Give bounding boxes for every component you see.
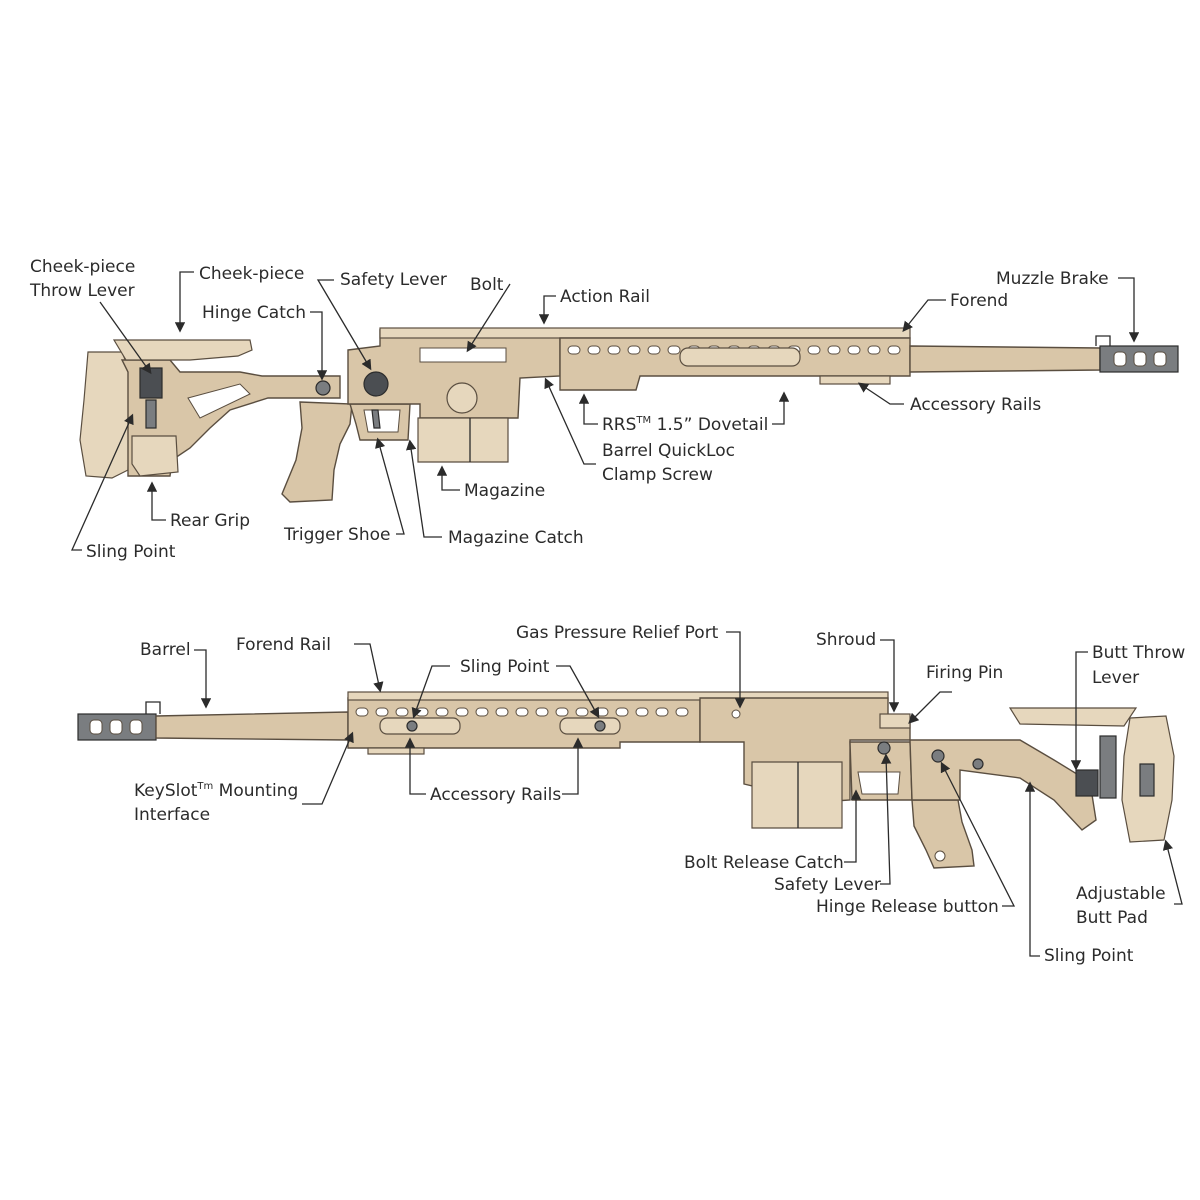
- bottom-accessory-rail-under: [367, 747, 425, 755]
- label-hinge-catch: Hinge Catch: [202, 303, 306, 323]
- top-cheek-piece: [112, 339, 253, 361]
- bottom-labels: Barrel Forend Rail Gas Pressure Relief P…: [134, 623, 1185, 966]
- bottom-barrel: [155, 711, 349, 741]
- label-muzzle-brake: Muzzle Brake: [996, 269, 1109, 289]
- top-trigger-shoe: [371, 409, 381, 429]
- label-shroud: Shroud: [816, 630, 876, 650]
- label-sling-point-rear: Sling Point: [1044, 946, 1134, 966]
- top-action-rail: [379, 327, 911, 339]
- bottom-magazine: [751, 761, 843, 829]
- top-butt-pad: [79, 351, 131, 479]
- label-butt-throw-lever-1: Butt Throw: [1092, 643, 1185, 663]
- bottom-accessory-rail-2: [559, 717, 621, 735]
- label-keyslot-2: Interface: [134, 805, 210, 825]
- label-hinge-release-button: Hinge Release button: [816, 897, 999, 917]
- bottom-shroud: [879, 713, 911, 729]
- top-accessory-rail-bottom: [819, 375, 891, 385]
- label-gas-port: Gas Pressure Relief Port: [516, 623, 719, 643]
- label-cheek-throw-lever-1: Cheek-piece: [30, 257, 135, 277]
- label-safety-lever: Safety Lever: [340, 270, 447, 290]
- bottom-sling-point-2: [594, 720, 606, 732]
- top-logo: [446, 382, 478, 414]
- label-forend: Forend: [950, 291, 1008, 311]
- bottom-muzzle-brake: [77, 701, 161, 741]
- bottom-leader-lines: [194, 631, 1183, 957]
- label-action-rail: Action Rail: [560, 287, 650, 307]
- top-cheek-throw-lever: [139, 367, 163, 399]
- label-rrs-dovetail: RRSTM 1.5” Dovetail: [602, 415, 768, 435]
- label-safety-lever-bottom: Safety Lever: [774, 875, 881, 895]
- top-pistol-grip: [281, 401, 353, 503]
- label-firing-pin: Firing Pin: [926, 663, 1003, 683]
- bottom-accessory-rail-1: [379, 717, 461, 735]
- label-cheek-piece: Cheek-piece: [199, 264, 304, 284]
- bottom-forend-rail: [347, 691, 889, 701]
- top-rifle: [79, 327, 1179, 503]
- bottom-cheek-piece: [1008, 707, 1138, 727]
- top-labels: Cheek-piece Throw Lever Cheek-piece Hing…: [29, 257, 1109, 562]
- bottom-safety-lever: [877, 741, 891, 755]
- label-magazine: Magazine: [464, 481, 545, 501]
- bottom-butt-throw-lever: [1075, 769, 1099, 797]
- top-rear-grip: [131, 435, 179, 477]
- label-butt-throw-lever-2: Lever: [1092, 668, 1139, 688]
- top-leader-lines: [70, 271, 1140, 551]
- bottom-pistol-grip: [911, 799, 975, 869]
- label-keyslot-1: KeySlotTm Mounting: [134, 781, 298, 801]
- label-rear-grip: Rear Grip: [170, 511, 250, 531]
- label-barrel-quickloc-2: Clamp Screw: [602, 465, 713, 485]
- bottom-sling-point-3: [972, 758, 984, 770]
- label-adjustable-butt-pad-1: Adjustable: [1076, 884, 1166, 904]
- label-forend-rail: Forend Rail: [236, 635, 331, 655]
- label-barrel: Barrel: [140, 640, 191, 660]
- top-hinge-catch: [315, 380, 331, 396]
- top-magazine: [417, 417, 509, 463]
- label-bolt: Bolt: [470, 275, 504, 295]
- label-barrel-quickloc-1: Barrel QuickLoc: [602, 441, 735, 461]
- label-accessory-rails-bottom: Accessory Rails: [430, 785, 561, 805]
- top-bolt: [419, 347, 507, 363]
- label-cheek-throw-lever-2: Throw Lever: [29, 281, 135, 301]
- bottom-gas-port: [731, 709, 741, 719]
- label-sling-point-top: Sling Point: [86, 542, 176, 562]
- label-bolt-release-catch: Bolt Release Catch: [684, 853, 844, 873]
- bottom-stock-frame: [909, 739, 1097, 831]
- label-sling-point-mid: Sling Point: [460, 657, 550, 677]
- bottom-rifle: [77, 691, 1175, 869]
- label-accessory-rails-top: Accessory Rails: [910, 395, 1041, 415]
- label-magazine-catch: Magazine Catch: [448, 528, 584, 548]
- top-barrel: [909, 345, 1101, 373]
- bottom-hinge-release: [931, 749, 945, 763]
- top-safety-lever: [363, 371, 389, 397]
- label-adjustable-butt-pad-2: Butt Pad: [1076, 908, 1148, 928]
- top-accessory-rail-side: [679, 347, 801, 367]
- top-muzzle-brake: [1095, 335, 1179, 373]
- bottom-sling-point-1: [406, 720, 418, 732]
- bottom-forend-slots: [355, 707, 689, 717]
- label-trigger-shoe: Trigger Shoe: [283, 525, 390, 545]
